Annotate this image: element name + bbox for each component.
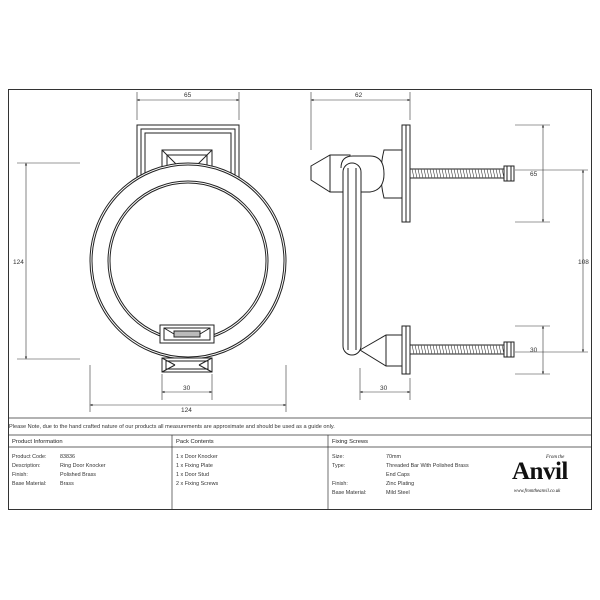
logo-brand: Anvil — [512, 458, 568, 485]
description-value: Ring Door Knocker — [60, 463, 106, 469]
fixing-screws-header: Fixing Screws — [332, 439, 369, 445]
base-material-label: Base Material: — [12, 481, 47, 487]
product-code-label: Product Code: — [12, 454, 47, 460]
screw-type-value: Threaded Bar With Polished Brass — [386, 463, 469, 469]
side-bottom-screw — [409, 341, 515, 358]
pack-item: 2 x Fixing Screws — [176, 481, 219, 487]
dim-side-total: 108 — [578, 259, 589, 266]
description-label: Description: — [12, 463, 41, 469]
side-view — [310, 124, 515, 375]
screw-type-label: Type: — [332, 463, 346, 469]
dim-front-bottom: 124 — [181, 407, 192, 414]
logo-url: www.fromtheanvil.co.uk — [514, 489, 561, 494]
dim-front-height: 124 — [13, 259, 24, 266]
front-view — [89, 124, 287, 373]
base-material-value: Brass — [60, 481, 74, 487]
dim-front-base: 30 — [183, 385, 191, 392]
side-top-screw — [409, 165, 515, 182]
front-ring — [89, 162, 287, 360]
screw-size-label: Size: — [332, 454, 344, 460]
pack-item: 1 x Fixing Plate — [176, 463, 213, 469]
screw-finish-label: Finish: — [332, 481, 348, 487]
screw-material-value: Mild Steel — [386, 490, 410, 496]
screw-size-value: 70mm — [386, 454, 401, 460]
disclaimer-note: Please Note, due to the hand crafted nat… — [9, 424, 335, 430]
product-info-header: Product Information — [12, 439, 63, 445]
front-strike-plate — [161, 357, 213, 373]
pack-contents-header: Pack Contents — [176, 439, 214, 445]
screw-material-label: Base Material: — [332, 490, 367, 496]
finish-label: Finish: — [12, 472, 28, 478]
dim-side-bottom: 30 — [380, 385, 388, 392]
drawing-frame — [8, 89, 592, 510]
logo-tagline: From the — [546, 455, 565, 460]
side-knocker-arm — [340, 155, 385, 356]
screw-type-value-cont: End Caps — [386, 472, 410, 478]
pack-item: 1 x Door Knocker — [176, 454, 218, 460]
finish-value: Polished Brass — [60, 472, 96, 478]
dim-front-top: 65 — [184, 92, 192, 99]
pack-item: 1 x Door Stud — [176, 472, 209, 478]
dim-side-upper: 65 — [530, 171, 538, 178]
screw-finish-value: Zinc Plating — [386, 481, 415, 487]
front-bottom-block — [159, 324, 215, 344]
product-code-value: 83836 — [60, 454, 75, 460]
dim-side-lower: 30 — [530, 347, 538, 354]
dim-side-top: 62 — [355, 92, 363, 99]
